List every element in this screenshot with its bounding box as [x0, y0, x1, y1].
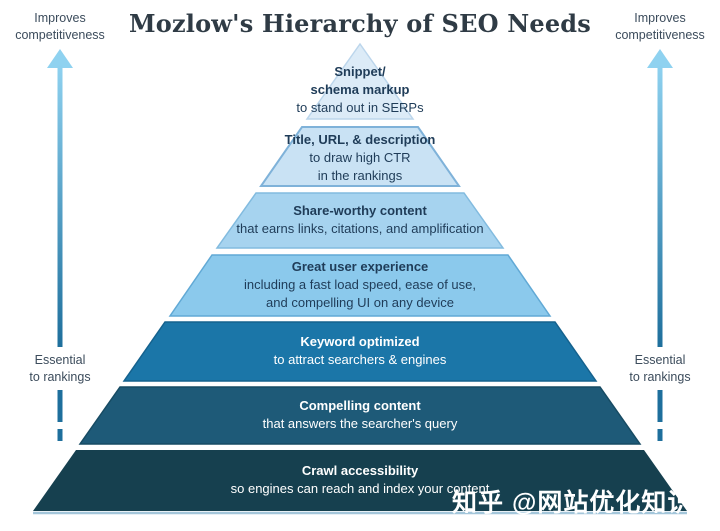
page-title: Mozlow's Hierarchy of SEO Needs [128, 9, 591, 38]
right-arrow-dash-2 [657, 429, 663, 441]
left-arrow-dash-1 [57, 390, 63, 422]
tier-1-title: Snippet/ schema markup [310, 64, 410, 97]
tier-5-subtitle: to attract searchers & engines [273, 352, 447, 367]
tier-1-outline [305, 42, 415, 120]
right-arrow-shaft [657, 64, 663, 347]
tier-4-subtitle: including a fast load speed, ease of use… [244, 277, 476, 310]
tier-5-title: Keyword optimized [300, 334, 420, 349]
side-label-improves-competitiveness-left: Improves competitiveness [15, 11, 105, 42]
tier-7-title: Crawl accessibility [301, 463, 419, 478]
tier-6-title: Compelling content [299, 398, 421, 413]
right-arrow-dash-1 [657, 390, 663, 422]
left-arrow-head-icon [47, 49, 73, 68]
side-label-essential-to-rankings-left: Essential to rankings [29, 353, 91, 384]
tier-4-title: Great user experience [291, 259, 429, 274]
tier-1-label: Snippet/ schema markup to stand out in S… [140, 63, 580, 117]
right-up-arrow [647, 49, 673, 441]
tier-5-label: Keyword optimized to attract searchers &… [140, 333, 580, 369]
left-arrow-shaft [57, 64, 63, 347]
tier-6-subtitle: that answers the searcher's query [262, 416, 458, 431]
tier-6-label: Compelling content that answers the sear… [140, 397, 580, 433]
tier-7-shape [33, 450, 687, 511]
side-label-improves-competitiveness-right: Improves competitiveness [615, 11, 705, 42]
tier-5-shape [122, 321, 598, 382]
left-arrow-dash-2 [57, 429, 63, 441]
tier-3-label: Share-worthy content that earns links, c… [140, 202, 580, 238]
tier-6-shape [78, 386, 642, 445]
left-up-arrow [47, 49, 73, 441]
zhihu-watermark: 知乎 @网站优化知识宝典 [452, 489, 720, 517]
tier-2-shape [259, 126, 461, 187]
tier-3-title: Share-worthy content [293, 203, 427, 218]
tier-1-shape [307, 44, 413, 119]
side-label-essential-to-rankings-right: Essential to rankings [629, 353, 691, 384]
tier-2-title: Title, URL, & description [284, 132, 436, 147]
tier-4-label: Great user experience including a fast l… [140, 258, 580, 312]
tier-1-subtitle: to stand out in SERPs [296, 100, 424, 115]
tier-3-subtitle: that earns links, citations, and amplifi… [236, 221, 484, 236]
tier-2-label: Title, URL, & description to draw high C… [140, 131, 580, 185]
right-arrow-head-icon [647, 49, 673, 68]
tier-7-label: Crawl accessibility so engines can reach… [140, 462, 580, 498]
tier-2-subtitle: to draw high CTR in the rankings [309, 150, 411, 183]
tier-3-shape [215, 192, 505, 249]
tier-7-subtitle: so engines can reach and index your cont… [230, 481, 490, 496]
tier-4-shape [168, 254, 552, 317]
